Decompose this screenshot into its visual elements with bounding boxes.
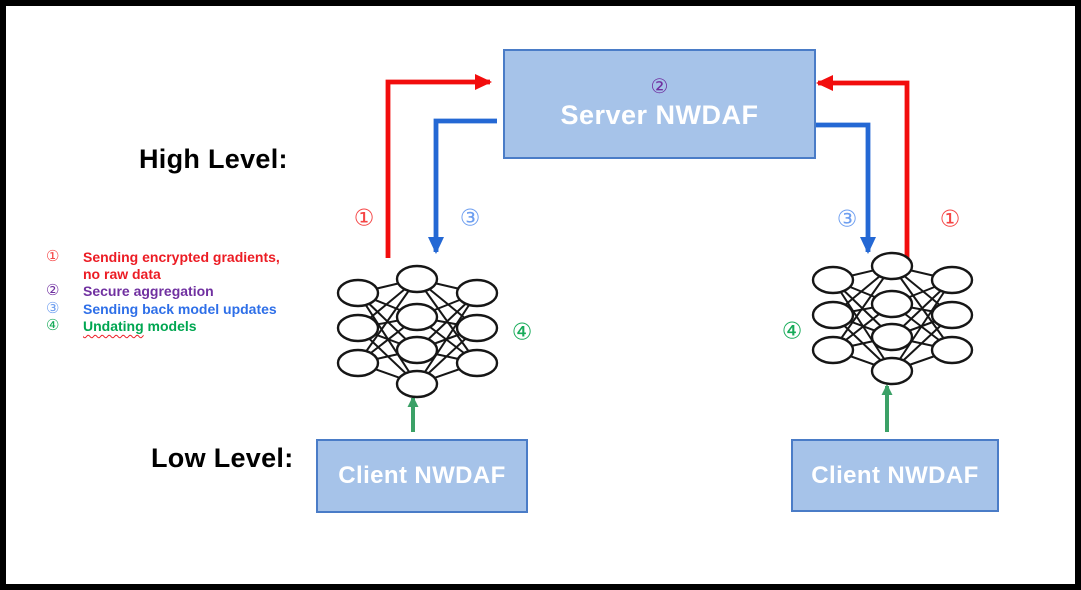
step2-marker-server: ② (650, 76, 669, 98)
legend-step1-text: Sending encrypted gradients, no raw data (83, 249, 336, 282)
nn-node (870, 251, 914, 281)
legend-step3-number: ③ (46, 299, 60, 317)
neural-network-left (336, 264, 499, 399)
step3-marker-left: ③ (459, 204, 481, 231)
arrow-step3-right-updates-down (810, 122, 876, 254)
client-nwdaf-right-label: Client NWDAF (811, 461, 979, 489)
nn-node (395, 302, 439, 332)
client-nwdaf-box-right: Client NWDAF (791, 439, 999, 512)
nn-node (336, 313, 380, 343)
nn-node (870, 322, 914, 352)
high-level-heading: High Level: (139, 144, 288, 174)
legend-step4-rest: models (143, 318, 197, 334)
nn-node (395, 369, 439, 399)
step1-marker-right: ① (939, 205, 961, 232)
nn-node (336, 348, 380, 378)
legend-step2-text: Secure aggregation (83, 283, 214, 299)
nn-node (455, 313, 499, 343)
arrows-layer (385, 74, 910, 432)
step4-marker-right: ④ (781, 317, 803, 344)
neural-network-right (811, 251, 974, 386)
client-nwdaf-box-left: Client NWDAF (316, 439, 528, 513)
step1-marker-left: ① (353, 204, 375, 231)
nn-node (930, 300, 974, 330)
arrow-step1-right-gradients-up (816, 75, 910, 258)
legend-step4-number: ④ (46, 317, 60, 334)
nn-node (930, 335, 974, 365)
client-nwdaf-left-label: Client NWDAF (338, 462, 506, 489)
legend-step4-misspelled-word: Undating (83, 318, 144, 334)
low-level-heading: Low Level: (151, 443, 294, 473)
nn-edge (891, 279, 953, 372)
nn-node (870, 356, 914, 386)
nn-node (870, 289, 914, 319)
nn-node (455, 348, 499, 378)
legend-step1-line2: no raw data (83, 265, 161, 282)
legend-step1-number: ① (46, 248, 60, 265)
legend-step2-number: ② (46, 282, 60, 299)
step3-marker-right: ③ (836, 205, 858, 232)
legend-step1-line1: Sending encrypted gradients, (83, 249, 280, 265)
nn-node (395, 335, 439, 365)
arrow-step1-left-gradients-up (385, 74, 492, 258)
server-nwdaf-label: Server NWDAF (560, 100, 759, 130)
legend: ① Sending encrypted gradients, no raw da… (46, 248, 336, 335)
arrow-step3-left-updates-down (428, 118, 497, 254)
nn-edge (357, 278, 418, 364)
nn-node (930, 265, 974, 295)
nn-node (811, 300, 855, 330)
nn-node (811, 335, 855, 365)
nn-node (455, 278, 499, 308)
legend-step3-text: Sending back model updates (83, 300, 277, 317)
server-nwdaf-box: ② Server NWDAF (503, 49, 816, 159)
legend-step4-text: Undating models (83, 318, 336, 335)
nn-node (811, 265, 855, 295)
nn-edge (416, 292, 478, 385)
step4-marker-left: ④ (511, 318, 533, 345)
nn-node (336, 278, 380, 308)
nn-edge (832, 265, 893, 351)
nn-node (395, 264, 439, 294)
